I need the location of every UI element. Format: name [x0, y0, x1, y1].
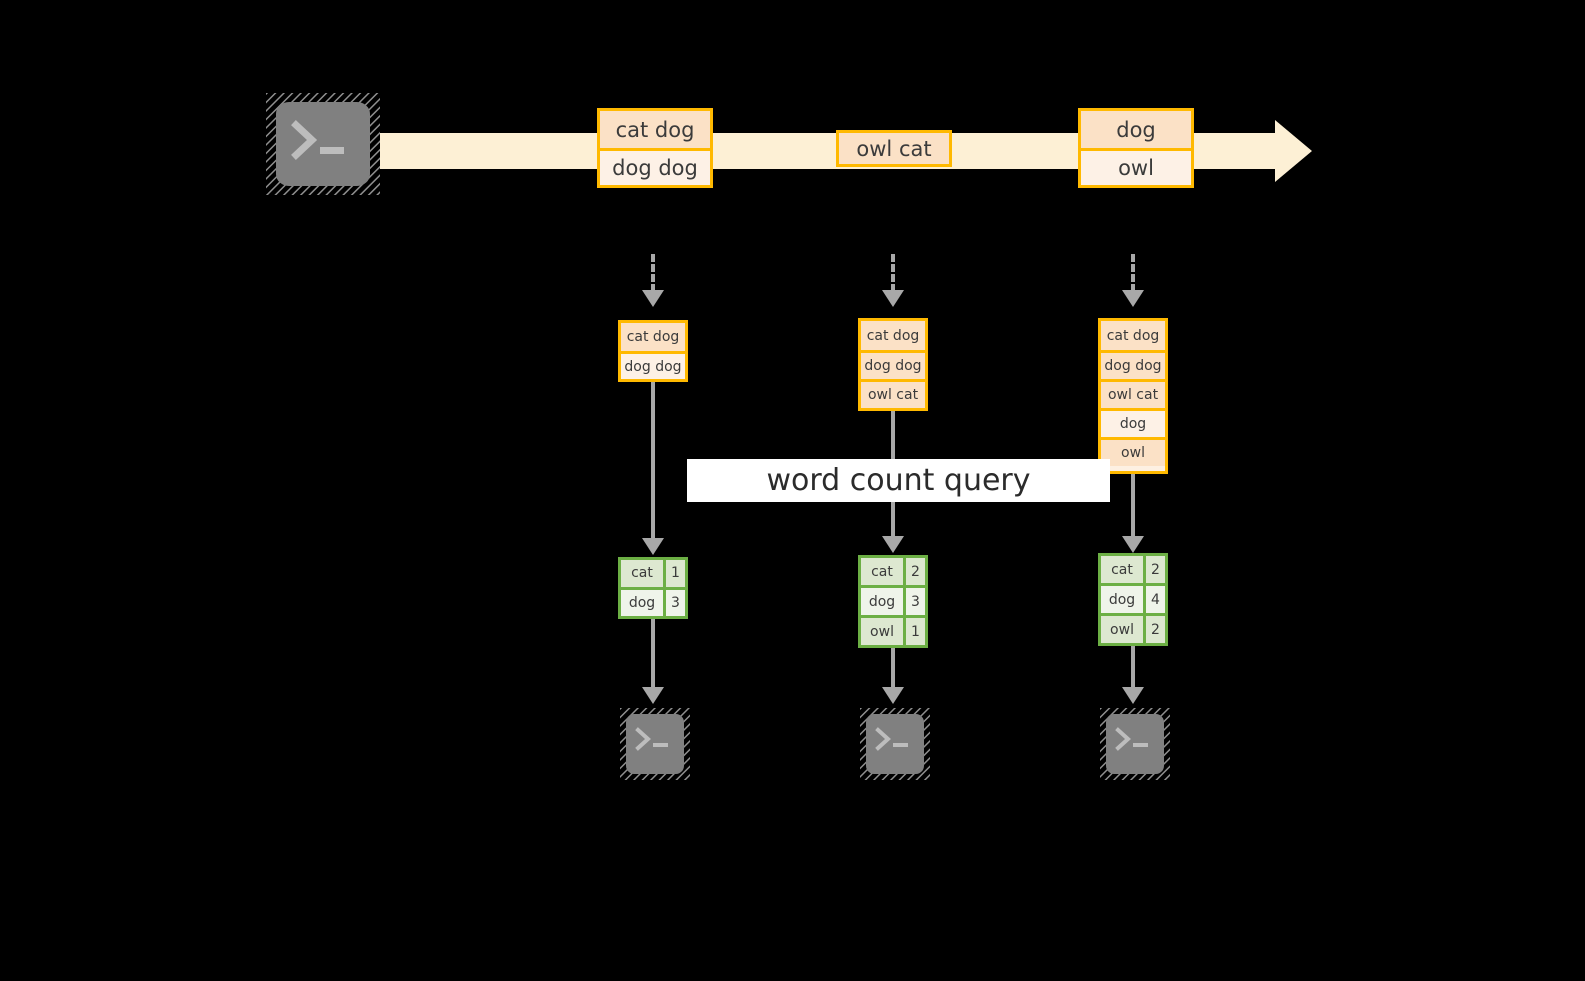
stream-to-batch-3-connector [1131, 254, 1135, 292]
stream-record-line: owl [1081, 148, 1191, 185]
table-row: cat 1 [621, 560, 685, 587]
source-terminal-icon [266, 93, 380, 195]
table-row: cat 2 [861, 558, 925, 585]
query-label: word count query [687, 459, 1110, 502]
batch-2-input-row: cat dog [861, 321, 925, 350]
stream-to-batch-2-connector [891, 254, 895, 292]
batch-1-sink-terminal-icon [620, 708, 690, 780]
stream-record-2: owl cat [836, 130, 952, 167]
batch-3-result-value: 2 [1143, 616, 1165, 643]
batch-3-input-row: owl [1101, 437, 1165, 466]
batch-1-query-connector [651, 382, 655, 550]
terminal-prompt-glyph [291, 120, 344, 160]
stream-record-line: dog dog [600, 148, 710, 185]
batch-1-input-table: cat dog dog dog [618, 320, 688, 382]
terminal-prompt-glyph [635, 727, 668, 751]
batch-2-input-row: dog dog [861, 350, 925, 379]
table-row: dog 4 [1101, 583, 1165, 613]
batch-1-input-row: dog dog [621, 351, 685, 379]
batch-3-input-row: dog [1101, 408, 1165, 437]
stream-record-1: cat dog dog dog [597, 108, 713, 188]
terminal-prompt-glyph [875, 727, 908, 751]
batch-2-result-key: cat [861, 558, 903, 585]
batch-2-query-arrowhead [882, 536, 904, 553]
batch-2-result-value: 1 [903, 618, 925, 645]
batch-1-result-value: 3 [663, 589, 685, 616]
terminal-prompt-glyph [1115, 727, 1148, 751]
batch-2-input-row: owl cat [861, 379, 925, 408]
batch-2-sink-connector [891, 648, 895, 691]
stream-to-batch-1-connector [651, 254, 655, 292]
batch-1-result-value: 1 [663, 560, 685, 587]
batch-1-input-row: cat dog [621, 323, 685, 351]
batch-2-result-key: dog [861, 588, 903, 615]
batch-2-sink-arrowhead [882, 687, 904, 704]
batch-3-input-row: dog dog [1101, 350, 1165, 379]
batch-3-sink-arrowhead [1122, 687, 1144, 704]
batch-1-sink-arrowhead [642, 687, 664, 704]
batch-3-result-value: 2 [1143, 556, 1165, 583]
batch-3-result-table: cat 2 dog 4 owl 2 [1098, 553, 1168, 646]
stream-record-line: dog [1081, 111, 1191, 148]
table-row: cat 2 [1101, 556, 1165, 583]
table-row: dog 3 [621, 586, 685, 616]
batch-1-result-key: cat [621, 560, 663, 587]
batch-1-sink-connector [651, 619, 655, 691]
batch-3-input-table: cat dog dog dog owl cat dog owl [1098, 318, 1168, 474]
batch-3-result-key: cat [1101, 556, 1143, 583]
terminal-body [276, 102, 370, 186]
batch-3-result-key: dog [1101, 586, 1143, 613]
stream-record-line: owl cat [839, 133, 949, 164]
batch-2-result-table: cat 2 dog 3 owl 1 [858, 555, 928, 648]
batch-2-result-key: owl [861, 618, 903, 645]
batch-3-result-key: owl [1101, 616, 1143, 643]
stream-to-batch-1-arrowhead [642, 290, 664, 307]
batch-3-query-arrowhead [1122, 536, 1144, 553]
batch-1-result-table: cat 1 dog 3 [618, 557, 688, 619]
stream-to-batch-3-arrowhead [1122, 290, 1144, 307]
table-row: owl 1 [861, 615, 925, 645]
batch-3-sink-connector [1131, 646, 1135, 691]
table-row: owl 2 [1101, 613, 1165, 643]
table-row: dog 3 [861, 585, 925, 615]
batch-3-input-row: owl cat [1101, 379, 1165, 408]
batch-3-query-connector [1131, 474, 1135, 548]
batch-2-result-value: 3 [903, 588, 925, 615]
batch-2-result-value: 2 [903, 558, 925, 585]
stream-to-batch-2-arrowhead [882, 290, 904, 307]
batch-1-result-key: dog [621, 589, 663, 616]
stream-record-line: cat dog [600, 111, 710, 148]
batch-1-query-arrowhead [642, 538, 664, 555]
batch-3-input-row: cat dog [1101, 321, 1165, 350]
batch-3-result-value: 4 [1143, 586, 1165, 613]
batch-2-input-table: cat dog dog dog owl cat [858, 318, 928, 411]
batch-2-sink-terminal-icon [860, 708, 930, 780]
stream-record-3: dog owl [1078, 108, 1194, 188]
batch-3-sink-terminal-icon [1100, 708, 1170, 780]
